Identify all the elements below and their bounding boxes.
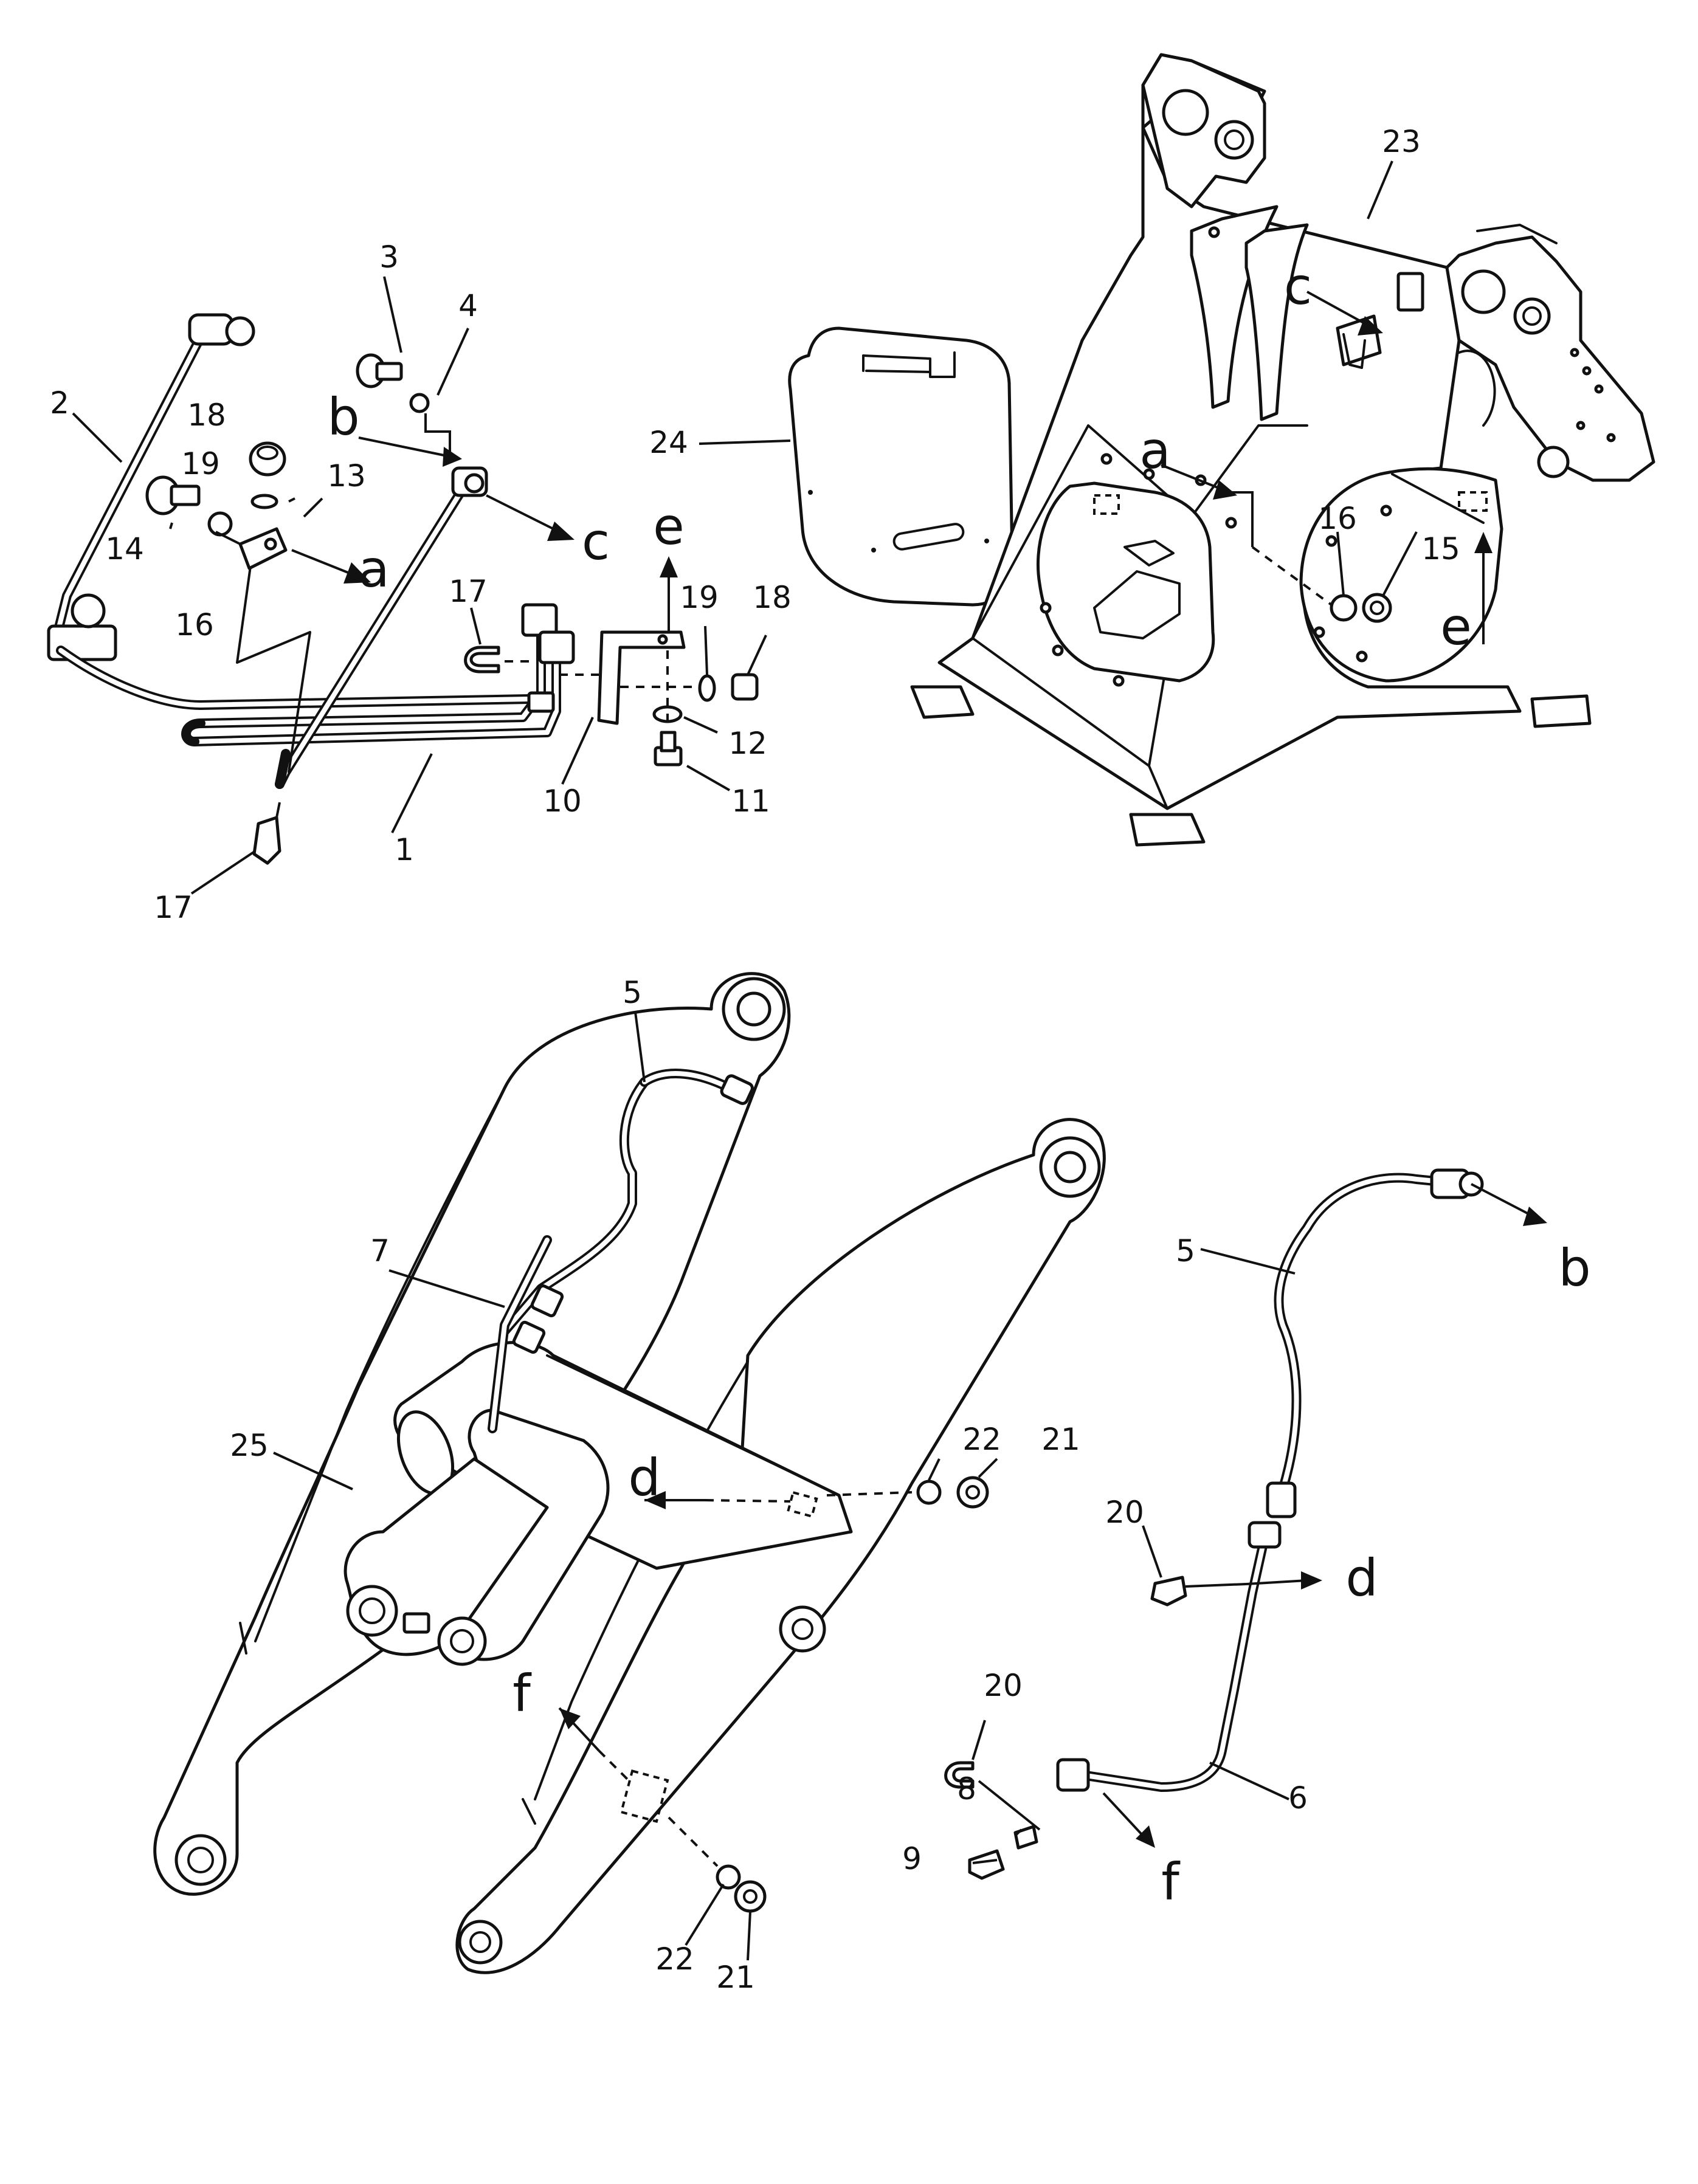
callout-17-lower: 17 <box>154 890 193 925</box>
callout-6: 6 <box>1288 1780 1308 1816</box>
callout-3: 3 <box>379 239 399 275</box>
main-frame-23 <box>910 53 1655 847</box>
nut-9-icon <box>968 1849 1005 1880</box>
callout-leaders <box>72 160 1418 1961</box>
ref-e-top: e <box>653 497 685 556</box>
callout-4: 4 <box>458 288 478 323</box>
arrows-bottom <box>558 1491 791 1782</box>
callout-9: 9 <box>902 1841 922 1876</box>
callout-13: 13 <box>327 458 366 494</box>
ref-a-left: a <box>358 539 389 599</box>
bolt-14-icon <box>145 475 201 515</box>
nut-15-frame-icon <box>1362 593 1392 623</box>
tube-assembly-1-2 <box>47 313 575 865</box>
bolt-11-icon <box>654 731 683 766</box>
callout-19-left: 19 <box>181 446 220 481</box>
callout-numbers: 1 2 3 4 5 5 6 7 8 9 10 11 12 13 14 15 16… <box>50 124 1460 1995</box>
ref-d-arm: d <box>628 1448 660 1507</box>
callout-17-upper: 17 <box>449 574 488 609</box>
ref-a-frame: a <box>1139 421 1170 480</box>
ref-e-frame: e <box>1440 597 1472 656</box>
washer-22-icon <box>916 1480 942 1505</box>
nut-21-icon <box>956 1476 989 1509</box>
clip-20-lower-icon <box>944 1761 975 1789</box>
callout-8: 8 <box>957 1771 976 1807</box>
ref-c-left: c <box>582 512 610 571</box>
hardware-bottom <box>668 1476 989 1913</box>
tube-assembly-5-6 <box>944 1168 1547 1880</box>
washer-19-icon <box>250 494 278 509</box>
clip-20-upper-icon <box>1150 1576 1187 1607</box>
hardware-top-left <box>145 353 759 766</box>
lift-arm-25 <box>153 972 1106 1974</box>
callout-1: 1 <box>395 832 414 867</box>
callout-22-lower: 22 <box>655 1941 694 1977</box>
callout-23: 23 <box>1382 124 1421 159</box>
reference-letters: a a b b c c d d e e f f <box>327 257 1590 1912</box>
ref-f-tube: f <box>1161 1852 1181 1912</box>
callout-10: 10 <box>543 784 582 819</box>
callout-19-right: 19 <box>680 580 719 615</box>
callout-11: 11 <box>731 784 770 819</box>
callout-12: 12 <box>728 726 767 761</box>
callout-24: 24 <box>649 425 688 460</box>
arrows-frame <box>1161 291 1493 644</box>
cover-plate-24 <box>788 326 1014 607</box>
ref-c-frame: c <box>1284 257 1312 316</box>
ref-f-arm: f <box>513 1664 532 1723</box>
callout-18-left: 18 <box>187 398 226 433</box>
callout-7: 7 <box>370 1233 390 1269</box>
callout-14: 14 <box>105 531 144 567</box>
washer-16-icon <box>207 511 233 537</box>
ref-b-right: b <box>1558 1238 1590 1298</box>
bolt-3-icon <box>356 353 403 388</box>
callout-22-upper: 22 <box>962 1422 1001 1457</box>
washer-16-frame-icon <box>1330 594 1358 622</box>
callout-21-upper: 21 <box>1041 1422 1080 1457</box>
callout-16-frame: 16 <box>1318 501 1357 536</box>
callout-20-lower: 20 <box>984 1668 1023 1703</box>
fitting-8-icon <box>1013 1825 1038 1850</box>
callout-25: 25 <box>230 1428 269 1463</box>
callout-18-right: 18 <box>753 580 792 615</box>
callout-5-hose: 5 <box>1176 1233 1195 1269</box>
ref-b-top: b <box>327 387 359 447</box>
callout-2: 2 <box>50 385 69 421</box>
callout-21-lower: 21 <box>716 1960 755 1995</box>
washer-22-low-icon <box>716 1864 741 1890</box>
nut-18-icon <box>249 441 286 477</box>
callout-20-upper: 20 <box>1105 1495 1144 1530</box>
ref-d-tube: d <box>1345 1548 1378 1608</box>
washer-19-right-icon <box>698 674 716 702</box>
callout-15: 15 <box>1421 531 1460 567</box>
u-clip-17-icon <box>464 646 500 673</box>
arrows-top-left <box>291 413 678 632</box>
nut-21-low-icon <box>734 1880 767 1913</box>
bracket-10-icon <box>597 630 686 725</box>
washer-4-icon <box>409 393 430 413</box>
callout-16-left: 16 <box>175 607 214 642</box>
nut-18-right-icon <box>731 673 759 701</box>
callout-5-arm: 5 <box>623 975 642 1010</box>
